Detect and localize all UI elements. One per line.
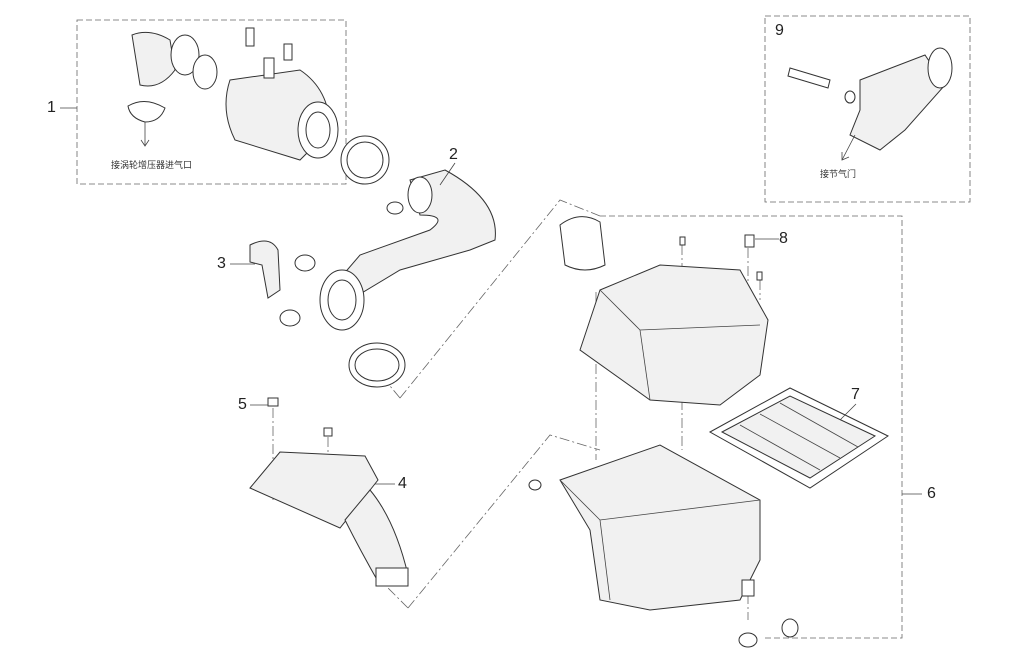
note-throttle: 接节气门	[820, 170, 857, 180]
group-box-6	[600, 215, 903, 639]
note-turbo-inlet: 接涡轮增压器进气口	[111, 161, 193, 171]
callout-7: 7	[851, 386, 860, 403]
assembly-line	[379, 434, 601, 609]
leader-lines	[60, 107, 922, 495]
callout-4: 4	[398, 475, 407, 492]
part-3-breather-hose	[249, 240, 316, 327]
callout-3: 3	[217, 255, 226, 272]
part-2-intake-hose	[319, 169, 496, 388]
part-7-filter-element	[708, 387, 890, 489]
callout-8: 8	[779, 230, 788, 247]
part-5-bolt	[267, 397, 279, 407]
callout-2: 2	[449, 146, 458, 163]
group-box-9	[764, 15, 971, 203]
callout-5: 5	[238, 396, 247, 413]
group-box-1	[76, 19, 347, 185]
part-9-throttle-hose	[787, 47, 953, 161]
part-4-air-duct	[249, 451, 409, 587]
callout-1: 1	[47, 99, 56, 116]
part-6-air-box	[528, 216, 799, 648]
callout-6: 6	[927, 485, 936, 502]
callout-9: 9	[775, 22, 784, 39]
part-1-air-cleaner	[127, 27, 390, 185]
bolt	[323, 427, 333, 437]
